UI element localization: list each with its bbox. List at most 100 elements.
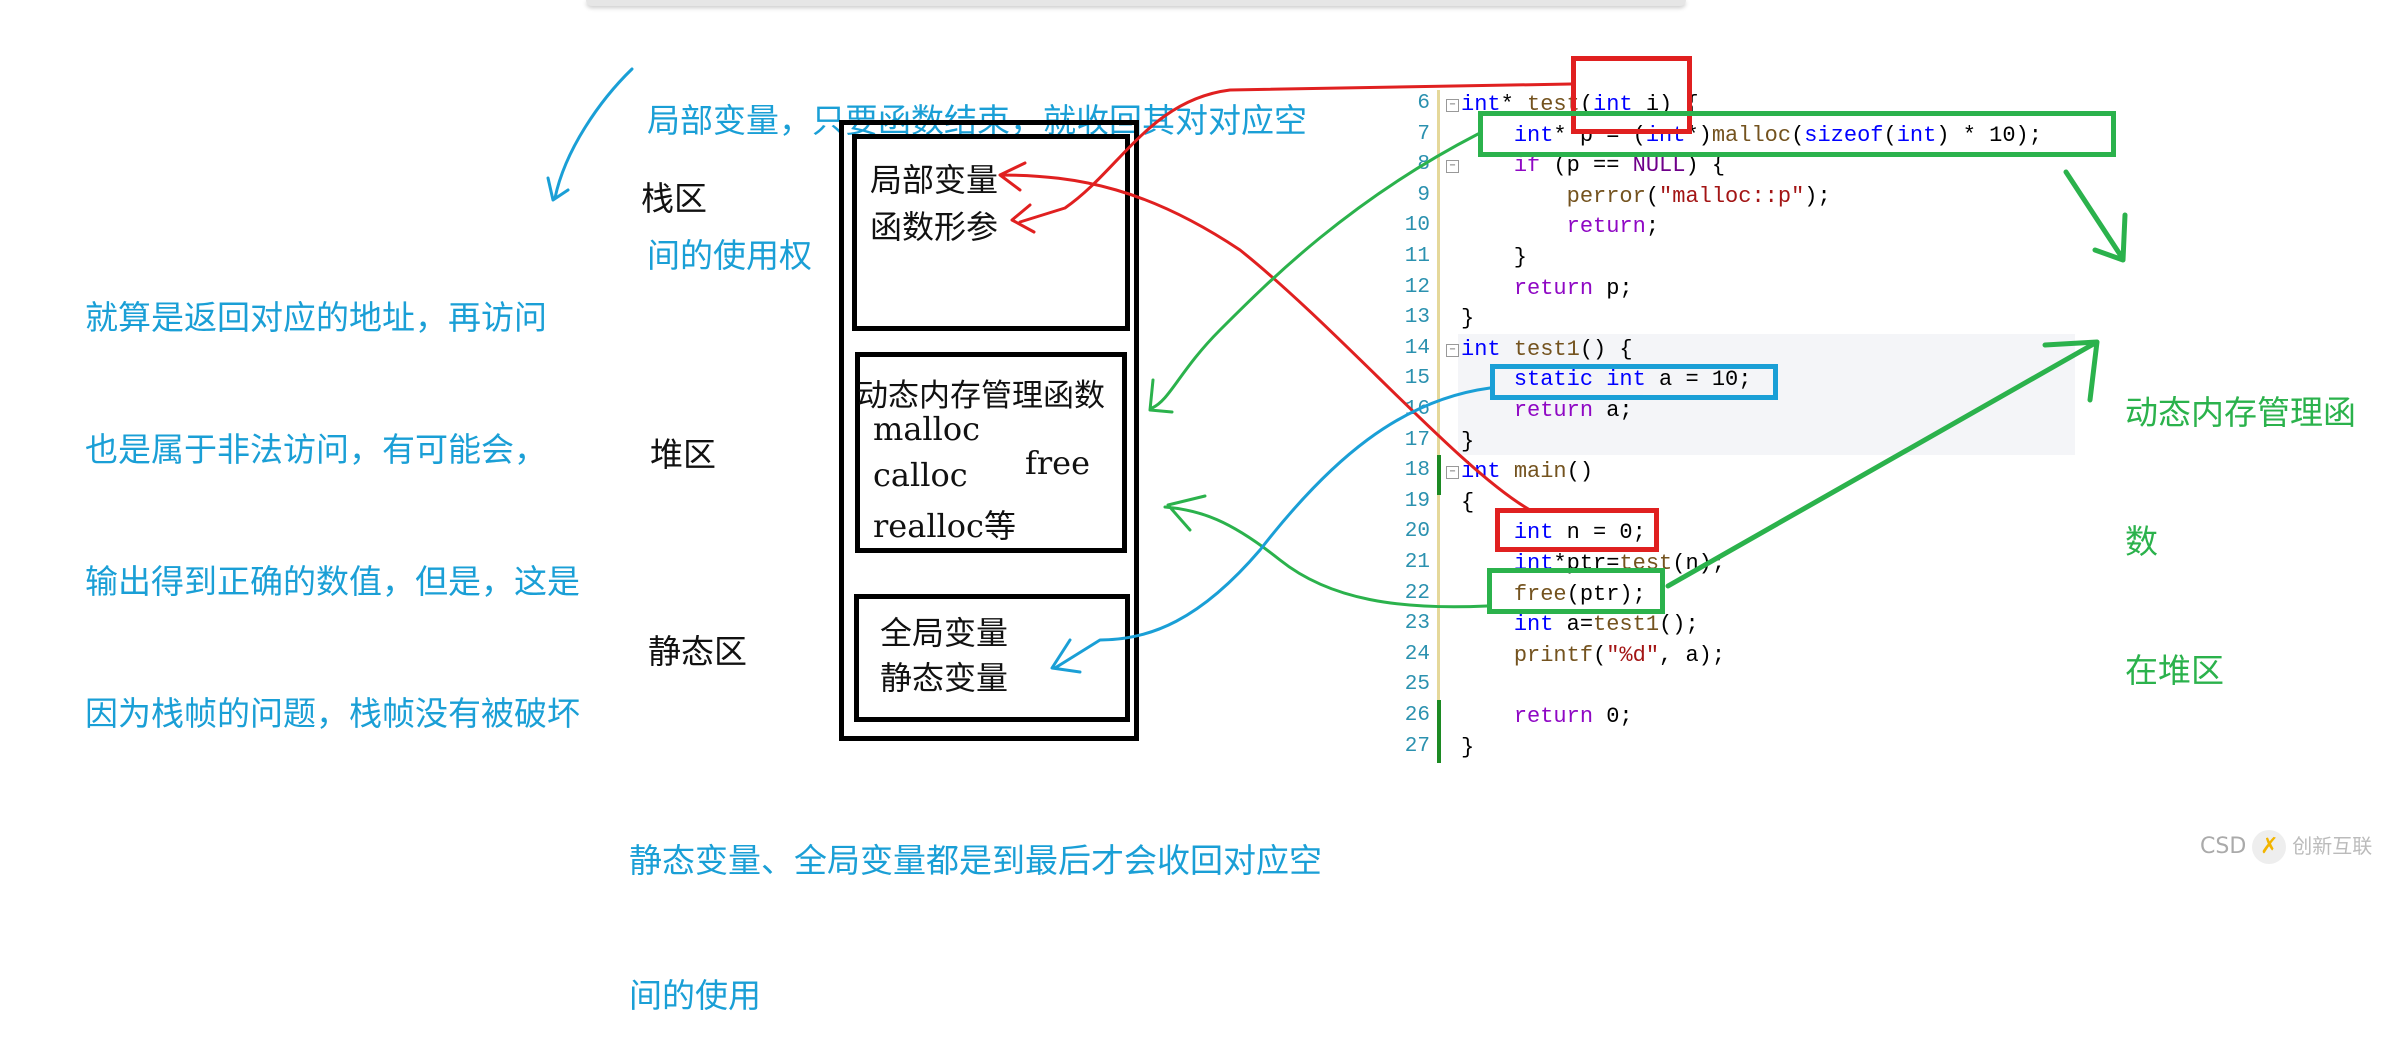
code-token: } (1461, 245, 1528, 270)
change-bar-modified (1437, 700, 1441, 763)
line-number: 19 (1404, 489, 1430, 513)
code-token: int (1645, 122, 1686, 148)
code-token: perror (1566, 183, 1646, 209)
arrow-green-free-heap (1163, 494, 1489, 609)
code-token: ( (1791, 122, 1805, 148)
line-number: 11 (1404, 245, 1430, 268)
code-line[interactable]: int n = 0; (1461, 520, 1646, 545)
code-token: * p = ( (1553, 122, 1646, 148)
line-number: 12 (1404, 275, 1430, 299)
heap-title: 动态内存管理函数 (857, 378, 1105, 414)
arrow-blue-top (546, 67, 634, 202)
fold-toggle-icon[interactable]: − (1446, 160, 1459, 174)
zone-label-heap: 堆区 (650, 435, 716, 474)
static-region-box (854, 594, 1130, 722)
code-token: a = 10; (1645, 367, 1752, 393)
code-line[interactable]: free(ptr); (1461, 582, 1646, 607)
line-number: 17 (1404, 428, 1430, 452)
code-token: { (1461, 489, 1475, 515)
line-number: 22 (1404, 581, 1430, 605)
code-line[interactable]: int* p = (int*)malloc(sizeof(int) * 10); (1461, 123, 2042, 148)
static-item-globals: 全局变量 (880, 614, 1009, 652)
code-token: printf (1513, 642, 1594, 668)
code-token: ( (1883, 122, 1897, 148)
line-number: 6 (1417, 92, 1430, 115)
stack-region-box (852, 134, 1130, 331)
code-token: free (1513, 581, 1567, 607)
code-token: static (1513, 367, 1594, 393)
code-line[interactable]: perror("malloc::p"); (1461, 184, 1831, 209)
code-line[interactable]: } (1461, 429, 1474, 454)
code-token: malloc (1711, 122, 1792, 148)
code-token: } (1461, 734, 1475, 760)
highlight-box-malloc (1478, 111, 2116, 157)
arrow-green-malloc-note (2063, 169, 2128, 263)
code-token: int (1513, 612, 1554, 638)
code-line[interactable]: if (p == NULL) { (1461, 153, 1725, 178)
code-token: 0; (1593, 704, 1633, 729)
code-line[interactable]: int test1() { (1461, 337, 1633, 362)
watermark-text: CSD (2200, 834, 2247, 859)
line-number: 25 (1404, 673, 1430, 697)
note-dynamic-memory: 动态内存管理函 数 在堆区 (2125, 305, 2356, 735)
watermark-logo-icon: ✗ (2252, 830, 2287, 864)
fold-toggle-icon[interactable]: − (1446, 99, 1459, 112)
code-line[interactable]: static int a = 10; (1461, 367, 1752, 393)
heap-item-calloc: calloc (873, 456, 968, 494)
code-token: () { (1579, 336, 1633, 362)
code-line[interactable]: { (1461, 490, 1474, 515)
code-line[interactable]: } (1461, 245, 1527, 270)
note-line: 动态内存管理函 (2125, 393, 2356, 432)
note-line: 就算是返回对应的地址，再访问 (85, 298, 547, 337)
line-number: 18 (1404, 459, 1430, 483)
watermark-logo-text: 创新互联 (2292, 834, 2373, 858)
code-token: * (1500, 92, 1528, 117)
code-token: () (1566, 459, 1594, 485)
zone-label-stack: 栈区 (641, 179, 707, 218)
code-token: NULL (1632, 153, 1686, 179)
code-line[interactable]: return 0; (1461, 704, 1633, 729)
code-token: test1 (1593, 612, 1660, 638)
code-line[interactable]: } (1461, 735, 1474, 760)
code-token: ) { (1685, 153, 1726, 179)
line-number: 9 (1417, 183, 1430, 207)
highlight-box-param (1571, 56, 1692, 134)
note-line: 输出得到正确的数值，但是，这是 (85, 562, 580, 601)
note-line: 也是属于非法访问，有可能会， (85, 430, 547, 469)
note-line: 数 (2125, 522, 2158, 561)
heap-item-malloc: malloc (873, 410, 981, 448)
annotation-arrows (546, 67, 2128, 674)
code-token: a; (1593, 398, 1633, 423)
change-bar-saved (1437, 495, 1440, 700)
code-token: int (1606, 367, 1646, 393)
code-line[interactable]: } (1461, 306, 1474, 331)
heap-item-free: free (1025, 444, 1091, 482)
stack-item-params: 函数形参 (870, 208, 999, 246)
fold-toggle-icon[interactable]: − (1446, 466, 1459, 480)
window-top-edge (586, 0, 1686, 6)
code-line[interactable]: printf("%d", a); (1461, 643, 1725, 668)
code-token: return (1513, 704, 1594, 729)
arrow-green-free-note (1665, 339, 2100, 589)
fold-toggle-icon[interactable]: − (1446, 343, 1459, 357)
code-line[interactable]: return; (1461, 214, 1659, 239)
line-number: 26 (1404, 704, 1430, 727)
code-token: ( (1579, 92, 1594, 117)
note-line: 因为栈帧的问题，栈帧没有被破坏 (85, 694, 580, 733)
code-token: int (1513, 122, 1554, 148)
arrow-red-local (998, 161, 1532, 512)
code-token: int (1513, 520, 1554, 546)
code-token: return (1513, 275, 1594, 301)
line-number: 7 (1417, 122, 1430, 146)
code-line[interactable]: return p; (1461, 276, 1633, 301)
code-token: a= (1553, 612, 1594, 638)
code-token: p; (1593, 275, 1633, 301)
line-number: 23 (1404, 612, 1430, 636)
highlight-box-free (1487, 568, 1665, 614)
code-line[interactable]: return a; (1461, 398, 1633, 423)
line-number: 24 (1404, 642, 1430, 666)
code-token: int (1461, 336, 1501, 362)
code-line[interactable]: int a=test1(); (1461, 612, 1699, 637)
static-item-statics: 静态变量 (880, 659, 1009, 697)
line-number: 20 (1404, 520, 1430, 544)
